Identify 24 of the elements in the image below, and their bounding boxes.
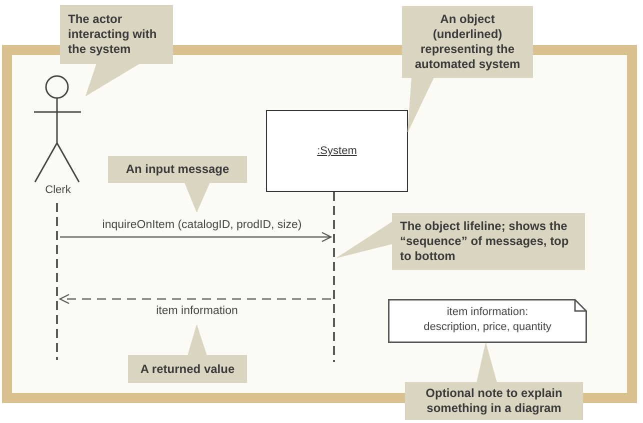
callout-pointer bbox=[86, 63, 140, 96]
callout-text: The object lifeline; shows the “sequence” of messages, top to bottom bbox=[400, 219, 570, 264]
lifeline bbox=[54, 203, 60, 360]
message-label: item information bbox=[156, 304, 238, 318]
callout-text: A returned value bbox=[140, 362, 235, 376]
callout-text: Optional note to explain something in a diagram bbox=[424, 386, 564, 416]
return-message-arrow bbox=[59, 294, 331, 304]
lifeline bbox=[331, 192, 337, 362]
callout-text: An object (underlined) representing the automated system bbox=[414, 12, 522, 72]
callout-box bbox=[402, 6, 533, 78]
note-text: item information: description, price, quantity bbox=[422, 305, 552, 335]
callout-pointer bbox=[188, 324, 208, 356]
note-box bbox=[388, 299, 587, 343]
callout-text: The actor interacting with the system bbox=[68, 12, 158, 57]
callout-pointer bbox=[336, 222, 393, 258]
message-arrow bbox=[60, 232, 332, 242]
object-name: :System bbox=[317, 145, 357, 157]
callout-pointer bbox=[184, 182, 210, 212]
callout-pointer bbox=[408, 77, 434, 132]
callout-pointer bbox=[476, 342, 498, 383]
actor-name: Clerk bbox=[45, 184, 71, 197]
callout-text: An input message bbox=[126, 162, 230, 177]
object-box bbox=[266, 110, 408, 192]
message-label: inquireOnItem (catalogID, prodID, size) bbox=[102, 218, 302, 232]
